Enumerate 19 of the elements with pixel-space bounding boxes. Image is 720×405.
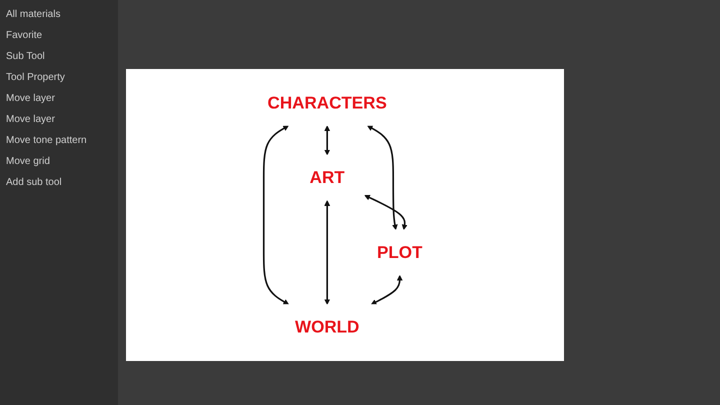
panel-label: Move grid	[5, 155, 51, 169]
arrow	[324, 126, 330, 156]
arrow	[324, 200, 330, 305]
panel-label: Sub Tool	[5, 50, 46, 64]
arrow	[364, 194, 408, 230]
panel-label: Favorite	[5, 29, 44, 43]
node-text: WORLD	[294, 316, 360, 337]
panel-label: Tool Property	[5, 71, 66, 85]
arrow	[367, 125, 398, 230]
panel-label: Move layer	[5, 113, 56, 127]
node-text: CHARACTERS	[268, 92, 387, 112]
node-text: ART	[310, 167, 345, 188]
panel-label: All materials	[5, 8, 62, 22]
panel-label: Move layer	[5, 92, 56, 106]
arrow	[262, 125, 290, 305]
arrow	[370, 275, 403, 305]
panel-label: Add sub tool	[5, 176, 63, 190]
panel-label: Move tone pattern	[5, 134, 88, 148]
node-text: PLOT	[377, 242, 422, 262]
